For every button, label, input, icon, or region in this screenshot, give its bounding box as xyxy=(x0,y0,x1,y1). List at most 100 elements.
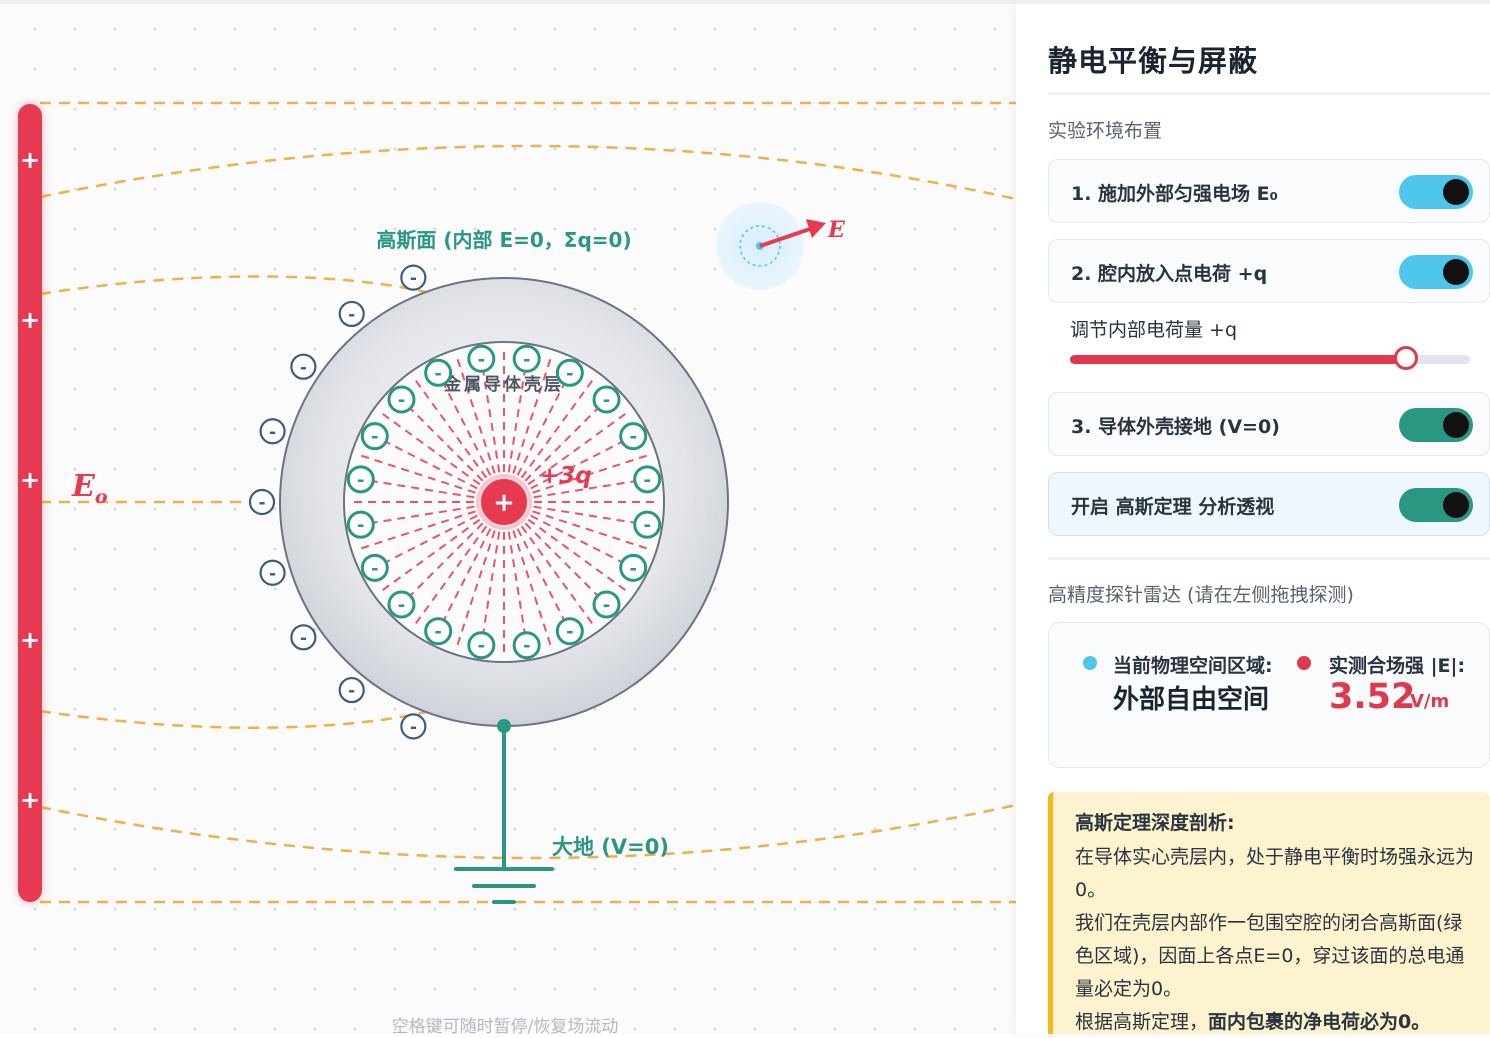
charge-sign: - xyxy=(300,628,307,648)
plate-plus-sign: + xyxy=(20,786,40,814)
charge-sign: - xyxy=(566,363,573,384)
induced-negative-charge: - xyxy=(424,617,453,646)
ground-node xyxy=(497,719,511,733)
charge-sign: - xyxy=(478,636,485,657)
field-probe[interactable]: E xyxy=(716,202,846,290)
radial-field-line xyxy=(530,433,639,490)
inner-field-lines xyxy=(354,352,654,652)
radial-field-line xyxy=(435,528,492,637)
induced-negative-charge: - xyxy=(387,590,416,619)
toggle-grounding[interactable] xyxy=(1399,408,1473,442)
toggle-card-external-field[interactable]: 1. 施加外部匀强电场 E₀ xyxy=(1048,159,1490,223)
toggle-knob xyxy=(1443,412,1469,438)
induced-negative-charge: - xyxy=(290,624,317,651)
charge-ring xyxy=(619,553,648,582)
induced-negative-charge: - xyxy=(619,422,648,451)
radial-field-line xyxy=(415,380,488,479)
radial-field-line xyxy=(524,522,611,609)
charge-sign: - xyxy=(371,558,378,579)
charge-ring xyxy=(387,385,416,414)
radial-field-line xyxy=(369,433,478,490)
slider-label: 调节内部电荷量 +q xyxy=(1070,319,1238,341)
gauss-surface-label: 高斯面 (内部 E=0，Σq=0) xyxy=(376,228,631,252)
charge-ring xyxy=(424,617,453,646)
radial-field-line xyxy=(532,454,647,494)
induced-negative-charge: - xyxy=(619,553,648,582)
radial-field-line xyxy=(382,413,481,486)
charge-ring xyxy=(424,358,453,387)
induced-negative-charge: - xyxy=(467,344,496,373)
field-line xyxy=(39,275,431,296)
field-line xyxy=(39,709,431,729)
toggle-external-field[interactable] xyxy=(1399,175,1473,209)
charge-sign: - xyxy=(478,349,485,370)
radial-field-line xyxy=(397,522,484,609)
charge-ring xyxy=(346,510,375,539)
toggle-card-gauss[interactable]: 开启 高斯定理 分析透视 xyxy=(1048,472,1490,536)
region-label: 当前物理空间区域: xyxy=(1113,655,1273,677)
field-value: 3.52 xyxy=(1329,677,1416,717)
plate-plus-sign: + xyxy=(20,626,40,654)
radial-field-line xyxy=(512,530,552,645)
charge-ring xyxy=(619,422,648,451)
simulation-canvas[interactable]: +++++ Eo 金属导体壳层 -------------------- ---… xyxy=(0,0,1016,1037)
induced-negative-charge: - xyxy=(387,385,416,414)
radial-field-line xyxy=(507,531,529,651)
analysis-emphasis: 面内包裹的净电荷必为0。 xyxy=(1208,1011,1431,1033)
induced-negative-charge: - xyxy=(424,358,453,387)
region-value: 外部自由空间 xyxy=(1113,685,1270,715)
radial-field-line xyxy=(520,525,593,624)
plate-signs: +++++ xyxy=(20,146,40,814)
radial-field-line xyxy=(512,359,552,474)
charge-sign: - xyxy=(523,349,530,370)
charge-ring xyxy=(592,385,621,414)
charge-ring xyxy=(633,465,662,494)
induced-negative-charge: - xyxy=(467,631,496,660)
radial-field-line xyxy=(456,359,496,474)
divider xyxy=(1048,557,1490,560)
charge-ring xyxy=(290,624,317,651)
analysis-paragraph: 我们在壳层内部作一包围空腔的闭合高斯面(绿色区域)，因面上各点E=0，穿过该面的… xyxy=(1075,912,1465,1000)
slider-thumb[interactable] xyxy=(1394,346,1418,370)
charge-sign: - xyxy=(410,717,417,737)
pause-hint: 空格键可随时暂停/恢复场流动 xyxy=(391,1017,619,1037)
charge-ring xyxy=(346,465,375,494)
toggle-card-grounding[interactable]: 3. 导体外壳接地 (V=0) xyxy=(1048,392,1490,456)
charge-sign: - xyxy=(523,636,530,657)
induced-negative-charge: - xyxy=(592,590,621,619)
probe-vector-label: E xyxy=(827,217,846,243)
analysis-heading: 高斯定理深度剖析: xyxy=(1075,812,1235,834)
radial-field-line xyxy=(507,353,529,473)
external-field-lines xyxy=(39,101,1016,904)
charge-ring xyxy=(633,510,662,539)
toggle-gauss[interactable] xyxy=(1399,488,1473,522)
field-indicator-dot xyxy=(1297,656,1311,670)
charge-ring xyxy=(400,264,427,291)
charge-sign: - xyxy=(410,269,417,289)
plate-plus-sign: + xyxy=(20,466,40,494)
radial-field-line xyxy=(479,531,501,651)
field-diagram[interactable]: +++++ Eo 金属导体壳层 -------------------- ---… xyxy=(0,4,1016,1038)
gauss-analysis-box: 高斯定理深度剖析: 在导体实心壳层内，处于静电平衡时场强永远为0。 我们在壳层内… xyxy=(1048,792,1490,1034)
radial-field-line xyxy=(516,367,573,476)
toggle-card-point-charge[interactable]: 2. 腔内放入点电荷 +q xyxy=(1048,239,1490,303)
charge-sign: - xyxy=(300,358,307,378)
charge-ring xyxy=(555,617,584,646)
toggle-point-charge[interactable] xyxy=(1399,255,1473,289)
charge-slider[interactable] xyxy=(1070,346,1470,372)
induced-negative-charge: - xyxy=(248,488,276,516)
outer-induced-charges: --------- xyxy=(248,264,427,740)
radial-field-line xyxy=(382,518,481,591)
charge-sign: - xyxy=(398,390,405,411)
induced-negative-charge: - xyxy=(346,465,375,494)
analysis-text: 根据高斯定理， xyxy=(1075,1011,1209,1033)
analysis-paragraph: 在导体实心壳层内，处于静电平衡时场强永远为0。 xyxy=(1075,846,1475,901)
radial-field-line xyxy=(361,454,476,494)
induced-negative-charge: - xyxy=(338,676,365,704)
induced-negative-charge: - xyxy=(360,553,389,582)
radial-field-line xyxy=(435,367,492,476)
charge-sign: - xyxy=(434,622,441,643)
induced-negative-charge: - xyxy=(360,422,389,451)
slider-fill xyxy=(1070,355,1406,364)
field-line xyxy=(39,803,1016,860)
